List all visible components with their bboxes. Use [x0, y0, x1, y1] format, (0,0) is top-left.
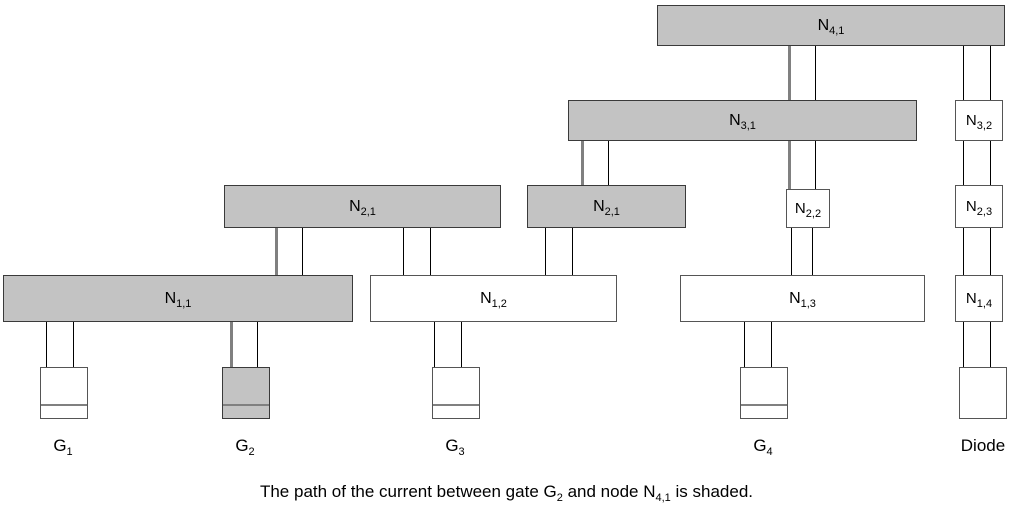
connector-rail-r-n21b-n12 — [545, 228, 573, 275]
wire-right — [990, 322, 991, 369]
wire-left — [963, 141, 964, 185]
gate-box-g3[interactable] — [432, 367, 480, 419]
node-box-n32[interactable]: N3,2 — [955, 100, 1003, 141]
node-box-n13[interactable]: N1,3 — [680, 275, 925, 322]
wire-left — [545, 228, 546, 275]
wire-right — [572, 228, 573, 275]
node-box-n23[interactable]: N2,3 — [955, 185, 1003, 228]
axis-label-lbl-g3: G3 — [445, 436, 465, 458]
connector-rail-r-n11-g1 — [46, 322, 74, 369]
wire-right — [990, 141, 991, 185]
wire-left — [230, 322, 233, 369]
wire-right — [815, 141, 816, 189]
node-box-n21a[interactable]: N2,1 — [224, 185, 501, 228]
wire-left — [963, 228, 964, 275]
gate-divider-g3 — [433, 404, 479, 406]
wire-right — [302, 228, 303, 275]
node-box-n14[interactable]: N1,4 — [955, 275, 1003, 322]
wire-right — [771, 322, 772, 369]
wire-left — [46, 322, 47, 369]
node-label-n21a: N2,1 — [349, 197, 376, 218]
node-box-n11[interactable]: N1,1 — [3, 275, 353, 322]
axis-label-lbl-diode: Diode — [960, 436, 1006, 455]
node-label-n21b: N2,1 — [593, 197, 620, 218]
connector-rail-r-n31-n21b — [581, 141, 609, 185]
wire-left — [788, 46, 791, 100]
node-label-n31: N3,1 — [729, 111, 756, 132]
wire-left — [275, 228, 278, 275]
node-box-n31[interactable]: N3,1 — [568, 100, 917, 141]
node-label-n11: N1,1 — [164, 289, 192, 310]
node-label-n12: N1,2 — [480, 289, 507, 310]
gate-box-g1[interactable] — [40, 367, 88, 419]
node-label-n23: N2,3 — [965, 198, 993, 218]
gate-divider-g2 — [223, 404, 269, 406]
wire-left — [791, 228, 792, 275]
wire-right — [815, 46, 816, 100]
wire-left — [403, 228, 404, 275]
connector-rail-r-n41-n32 — [963, 46, 991, 100]
connector-rail-r-n13-g4 — [744, 322, 772, 369]
wire-right — [73, 322, 74, 369]
gate-box-diode[interactable] — [959, 367, 1007, 419]
gate-box-g4[interactable] — [740, 367, 788, 419]
wire-left — [788, 141, 791, 189]
gate-divider-g1 — [41, 404, 87, 406]
wire-right — [608, 141, 609, 185]
gate-box-g2[interactable] — [222, 367, 270, 419]
axis-label-lbl-g2: G2 — [235, 436, 255, 458]
wire-right — [990, 46, 991, 100]
wire-left — [963, 46, 964, 100]
wire-left — [581, 141, 584, 185]
node-box-n22[interactable]: N2,2 — [786, 189, 830, 228]
connector-rail-r-n23-n14 — [963, 228, 991, 275]
node-label-n41: N4,1 — [817, 16, 845, 37]
connector-rail-r-n12-g3 — [434, 322, 462, 369]
node-label-n13: N1,3 — [789, 289, 816, 310]
wire-left — [434, 322, 435, 369]
connector-rail-r-n22-n13 — [791, 228, 813, 275]
node-label-n14: N1,4 — [965, 290, 993, 310]
wire-right — [990, 228, 991, 275]
connector-rail-r-n14-diode — [963, 322, 991, 369]
connector-rail-r-n11-g2 — [230, 322, 258, 369]
node-box-n21b[interactable]: N2,1 — [527, 185, 686, 228]
wire-right — [430, 228, 431, 275]
node-label-n22: N2,2 — [794, 200, 822, 220]
wire-right — [257, 322, 258, 369]
wire-right — [812, 228, 813, 275]
wire-left — [963, 322, 964, 369]
wire-right — [461, 322, 462, 369]
gate-divider-g4 — [741, 404, 787, 406]
node-label-n32: N3,2 — [965, 112, 993, 132]
axis-label-lbl-g4: G4 — [753, 436, 773, 458]
connector-rail-r-n31-n22 — [788, 141, 816, 189]
connector-rail-r-n21a-n11 — [275, 228, 303, 275]
connector-rail-r-n41-n31 — [788, 46, 816, 100]
connector-rail-r-n32-n23 — [963, 141, 991, 185]
connector-rail-r-n12-n21a — [403, 228, 431, 275]
node-box-n12[interactable]: N1,2 — [370, 275, 617, 322]
diagram-caption: The path of the current between gate G2 … — [259, 482, 754, 504]
axis-label-lbl-g1: G1 — [53, 436, 73, 458]
wire-left — [744, 322, 745, 369]
node-box-n41[interactable]: N4,1 — [657, 5, 1005, 46]
